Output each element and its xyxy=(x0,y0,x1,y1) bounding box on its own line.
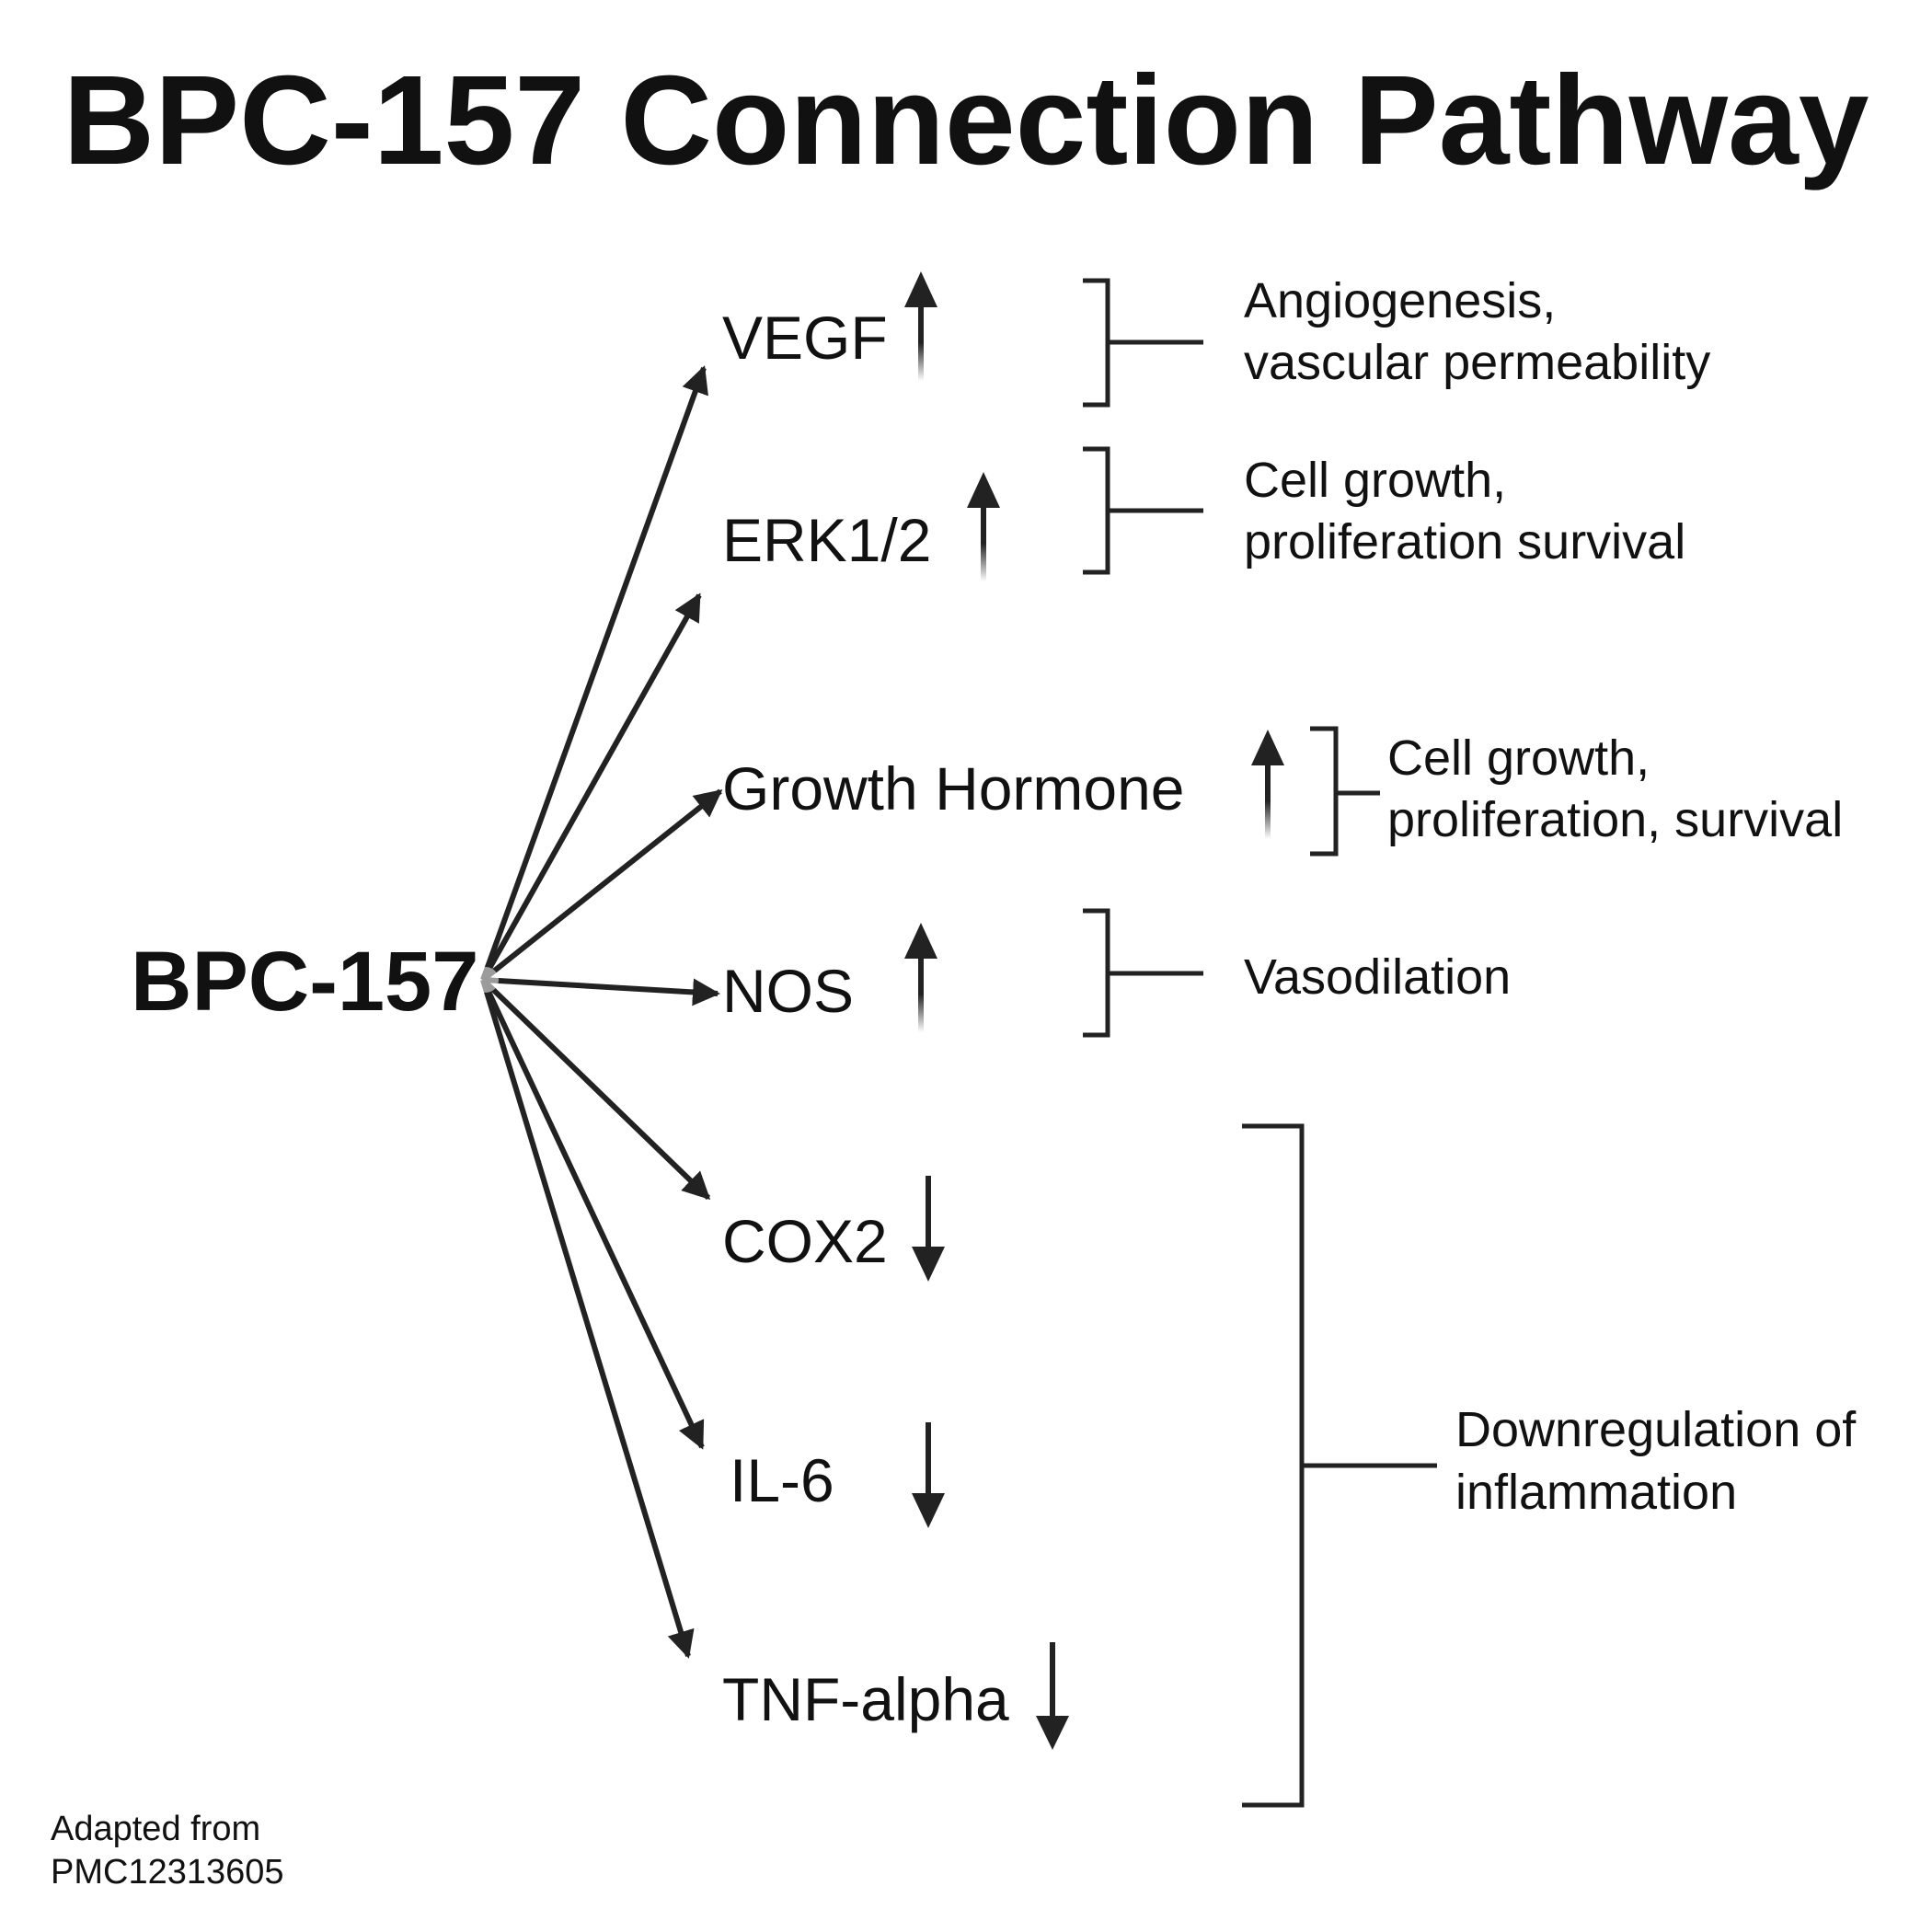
effect-erk-line2: proliferation survival xyxy=(1244,514,1685,569)
up-arrow-icon xyxy=(1251,730,1284,839)
effect-brackets xyxy=(1083,278,1437,1808)
source-node-label: BPC-157 xyxy=(131,935,478,1029)
connector-arrow-growth-hormone xyxy=(481,788,723,983)
target-label-growth-hormone: Growth Hormone xyxy=(722,754,1185,822)
source-footnote: Adapted from PMC12313605 xyxy=(51,1810,284,1892)
connector-arrow-cox2 xyxy=(480,977,711,1201)
effect-vegf-line2: vascular permeability xyxy=(1244,335,1710,390)
effect-vegf: Angiogenesis, vascular permeability xyxy=(1244,273,1710,390)
bracket-growth-hormone xyxy=(1310,726,1380,857)
connector-arrow-vegf xyxy=(480,365,708,982)
target-label-tnf: TNF-alpha xyxy=(722,1665,1009,1733)
up-arrow-icon xyxy=(904,271,937,381)
target-label-cox2: COX2 xyxy=(722,1207,888,1275)
regulation-indicators xyxy=(904,271,1284,1750)
target-label-il6: IL-6 xyxy=(730,1446,834,1514)
down-arrow-icon xyxy=(912,1176,945,1282)
bracket-nos xyxy=(1083,908,1203,1038)
connector-arrows xyxy=(480,365,723,1659)
down-arrow-icon xyxy=(1036,1642,1069,1750)
connector-arrow-tnf xyxy=(480,979,695,1659)
effect-labels: Angiogenesis, vascular permeability Cell… xyxy=(1244,273,1869,1520)
effect-inflammation-line1: Downregulation of xyxy=(1455,1402,1857,1457)
bracket-inflammation xyxy=(1242,1123,1437,1808)
effect-growth-hormone-line2: proliferation, survival xyxy=(1387,792,1843,847)
target-label-nos: NOS xyxy=(722,957,854,1025)
footnote-line1: Adapted from xyxy=(51,1810,260,1848)
target-label-erk: ERK1/2 xyxy=(722,506,931,574)
connector-arrow-il6 xyxy=(480,978,705,1450)
source-origin-halo xyxy=(473,967,499,993)
target-label-vegf: VEGF xyxy=(722,304,888,372)
effect-inflammation-line2: inflammation xyxy=(1455,1465,1737,1520)
up-arrow-icon xyxy=(967,472,1000,581)
effect-growth-hormone: Cell growth, proliferation, survival xyxy=(1387,730,1843,847)
connector-arrow-nos xyxy=(482,977,720,1006)
effect-vegf-line1: Angiogenesis, xyxy=(1244,273,1556,328)
effect-nos: Vasodilation xyxy=(1244,949,1511,1005)
diagram-title: BPC-157 Connection Pathway xyxy=(63,50,1869,191)
bracket-vegf xyxy=(1083,278,1203,408)
down-arrow-icon xyxy=(912,1422,945,1528)
effect-erk: Cell growth, proliferation survival xyxy=(1244,453,1685,569)
connector-arrow-erk xyxy=(480,592,702,982)
effect-erk-line1: Cell growth, xyxy=(1244,453,1506,508)
effect-growth-hormone-line1: Cell growth, xyxy=(1387,730,1650,786)
up-arrow-icon xyxy=(904,923,937,1032)
effect-inflammation: Downregulation of inflammation xyxy=(1455,1402,1869,1520)
bracket-erk xyxy=(1083,446,1203,575)
footnote-line2: PMC12313605 xyxy=(51,1853,284,1892)
effect-nos-line1: Vasodilation xyxy=(1244,949,1511,1005)
